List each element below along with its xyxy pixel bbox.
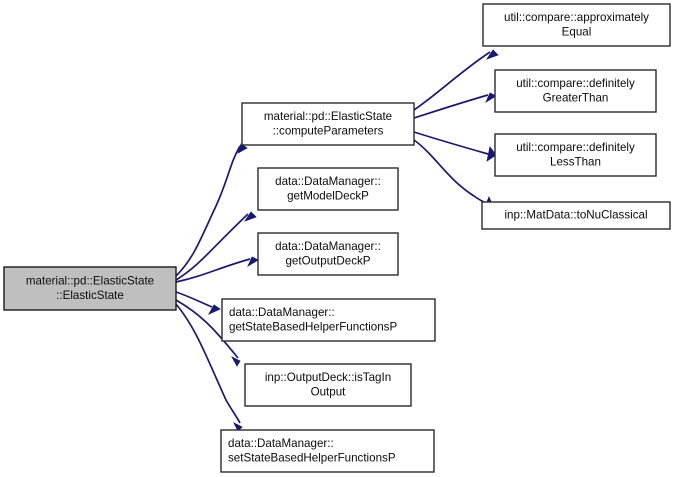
edge-root-to-getOutputDeckP — [175, 256, 259, 283]
graph-node-getStateBasedHelperFunctionsP[interactable]: data::DataManager::getStateBasedHelperFu… — [221, 298, 436, 342]
edge-root-to-getModelDeckP — [175, 211, 257, 281]
node-label-line: getStateBasedHelperFunctionsP — [229, 320, 397, 333]
arrowhead-icon — [231, 356, 241, 367]
node-box[interactable] — [257, 167, 399, 211]
arrowhead-icon — [247, 256, 259, 267]
arrowhead-icon — [485, 92, 497, 103]
arrowhead-icon — [485, 49, 499, 60]
node-box[interactable] — [257, 232, 399, 276]
edge-root-to-computeParameters — [175, 143, 248, 277]
nodes-layer: material::pd::ElasticState::ElasticState… — [3, 3, 671, 473]
node-label-line: Equal — [562, 25, 592, 38]
edge-root-to-isTagInOutput — [175, 299, 241, 367]
edges-layer — [175, 49, 499, 432]
node-box[interactable] — [3, 266, 177, 311]
graph-node-getOutputDeckP[interactable]: data::DataManager::getOutputDeckP — [257, 232, 399, 276]
edge-root-to-setStateBasedHelperFunctionsP — [175, 303, 243, 432]
node-label-line: inp::MatData::toNuClassical — [504, 209, 647, 222]
arrowhead-icon — [208, 304, 221, 315]
node-box[interactable] — [221, 298, 436, 342]
arrowhead-icon — [243, 211, 257, 222]
graph-node-toNuClassical[interactable]: inp::MatData::toNuClassical — [481, 201, 671, 230]
node-label-line: material::pd::ElasticState — [26, 274, 154, 287]
edge-computeParameters-to-approximatelyEqual — [413, 49, 499, 111]
node-label-line: ::computeParameters — [273, 124, 384, 137]
node-label-line: material::pd::ElasticState — [264, 110, 392, 123]
node-label-line: data::DataManager:: — [229, 306, 335, 319]
node-label-line: getOutputDeckP — [285, 254, 370, 267]
node-label-line: Output — [311, 385, 347, 398]
node-label-line: LessThan — [550, 155, 601, 168]
node-label-line: data::DataManager:: — [275, 175, 381, 188]
arrowhead-icon — [233, 422, 243, 432]
node-label-line: data::DataManager:: — [275, 240, 381, 253]
edge-computeParameters-to-definitelyGreaterThan — [413, 92, 497, 119]
node-box[interactable] — [494, 133, 657, 177]
node-label-line: inp::OutputDeck::isTagIn — [265, 371, 391, 384]
node-box[interactable] — [241, 102, 415, 146]
node-box[interactable] — [244, 363, 412, 407]
node-box[interactable] — [494, 69, 657, 113]
node-box[interactable] — [482, 3, 671, 47]
graph-node-setStateBasedHelperFunctionsP[interactable]: data::DataManager::setStateBasedHelperFu… — [220, 429, 435, 473]
node-label-line: setStateBasedHelperFunctionsP — [228, 451, 396, 464]
edge-root-to-getStateBasedHelperFunctionsP — [175, 291, 221, 315]
node-label-line: util::compare::definitely — [516, 141, 635, 154]
node-label-line: util::compare::definitely — [516, 77, 635, 90]
node-label-line: data::DataManager:: — [228, 437, 334, 450]
node-box[interactable] — [220, 429, 435, 473]
graph-node-computeParameters[interactable]: material::pd::ElasticState::computeParam… — [241, 102, 415, 146]
node-label-line: util::compare::approximately — [504, 11, 649, 24]
arrowhead-icon — [486, 146, 497, 162]
edge-computeParameters-to-definitelyLessThan — [413, 131, 497, 162]
node-label-line: GreaterThan — [543, 91, 609, 104]
node-label-line: ::ElasticState — [56, 289, 124, 302]
graph-node-root[interactable]: material::pd::ElasticState::ElasticState — [3, 266, 177, 311]
graph-node-getModelDeckP[interactable]: data::DataManager::getModelDeckP — [257, 167, 399, 211]
arrowhead-icon — [237, 143, 248, 154]
node-box[interactable] — [481, 201, 671, 230]
node-label-line: getModelDeckP — [287, 189, 369, 202]
